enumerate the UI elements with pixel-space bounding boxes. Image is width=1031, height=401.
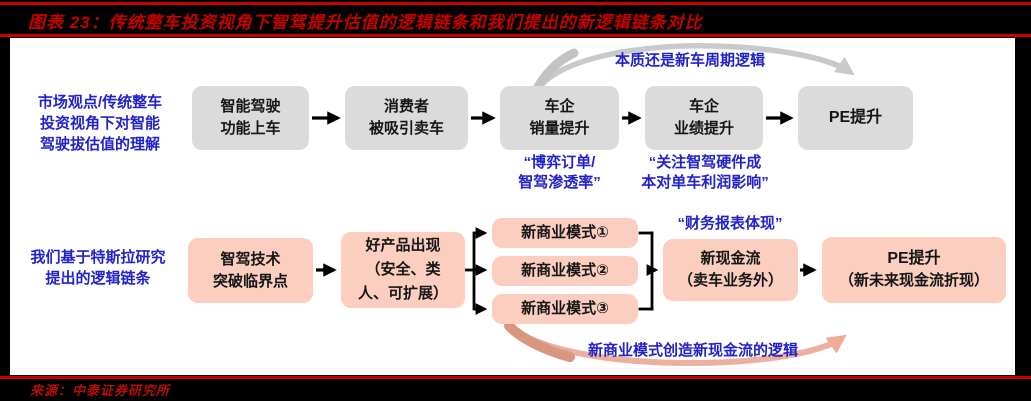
source-attribution: 来源：中泰证券研究所 [30,383,171,398]
flow-box-sales-increase: 车企 销量提升 [500,86,619,150]
flow-box-business-model-2: 新商业模式② [492,256,638,286]
flow-box-earnings-increase: 车企 业绩提升 [645,86,763,150]
flow-box-text: 消费者 [383,98,429,115]
figure-title: 图表 23：传统整车投资视角下智驾提升估值的逻辑链条和我们提出的新逻辑链条对比 [28,13,703,32]
flow-box-tech-threshold: 智驾技术 突破临界点 [188,238,313,303]
flow-box-pe-uplift-new: PE提升 （新未来现金流折现） [822,237,1006,303]
row2-side-label-line: 我们基于特斯拉研究 [30,249,166,266]
flow-box-new-cashflow: 新现金流 （卖车业务外） [663,239,798,301]
row1-side-label-line: 市场观点/传统整车 [37,94,163,111]
top-divider-line [0,2,1031,5]
row1-note-hardware-cost: “关注智驾硬件成 本对单车利润影响” [625,153,785,193]
salmon-arc-thick-end [504,321,575,362]
row2-side-label-line: 提出的逻辑链条 [45,270,151,287]
row1-arc-note: 本质还是新车周期逻辑 [614,52,765,69]
note-line: “关注智驾硬件成 [648,154,762,171]
flow-box-text: 被吸引卖车 [368,120,444,137]
note-line: “博弈订单/ [523,154,596,171]
flow-box-text: PE提升 [887,250,941,267]
flow-box-consumer-attracted: 消费者 被吸引卖车 [345,86,468,150]
flow-box-pe-uplift-traditional: PE提升 [798,86,913,150]
flow-box-text: 业绩提升 [673,120,734,137]
flow-box-text: 好产品出现 [365,237,441,254]
flow-box-business-model-1: 新商业模式① [492,218,638,248]
note-line: 智驾渗透率” [518,174,601,191]
flow-box-text: （安全、类 [365,261,441,278]
flow-box-text: 智驾技术 [220,250,281,268]
flow-box-text: 人、可扩展） [357,285,448,302]
flow-box-text: 智能驾驶 [220,98,281,115]
gray-arc-arrow-icon [533,43,855,94]
flow-box-text: 新商业模式① [521,224,609,241]
bottom-divider-line [0,376,1031,379]
flow-box-text: 车企 [544,98,575,115]
flow-box-text: 新商业模式② [521,262,609,279]
row2-note-financial-statements: “财务报表体现” [677,215,783,232]
flow-box-text: （卖车业务外） [677,272,783,289]
flow-box-text: 新商业模式③ [521,300,609,317]
flow-box-smart-driving-onboard: 智能驾驶 功能上车 [192,86,309,150]
note-line: 本对单车利润影响” [641,174,769,191]
flow-box-text: 功能上车 [220,120,281,137]
row2-side-label: 我们基于特斯拉研究 提出的逻辑链条 [12,247,184,289]
flow-box-good-product: 好产品出现 （安全、类 人、可扩展） [341,232,465,308]
row1-side-label-line: 投资视角下对智能 [39,115,160,132]
flow-box-business-model-3: 新商业模式③ [492,294,638,324]
flow-box-text: 车企 [688,98,719,115]
row1-note-orders: “博弈订单/ 智驾渗透率” [492,153,627,193]
flow-box-text: 销量提升 [529,120,590,137]
row1-side-label: 市场观点/传统整车 投资视角下对智能 驾驶拔估值的理解 [15,92,185,155]
flow-box-text: 突破临界点 [212,272,288,290]
flow-box-text: （新未来现金流折现） [838,272,989,289]
flow-box-text: 新现金流 [700,250,761,267]
flow-box-text: PE提升 [828,109,883,126]
row1-side-label-line: 驾驶拔估值的理解 [39,136,160,153]
title-bottom-divider-line [0,34,1031,37]
row2-arc-note: 新商业模式创造新现金流的逻辑 [587,342,798,359]
